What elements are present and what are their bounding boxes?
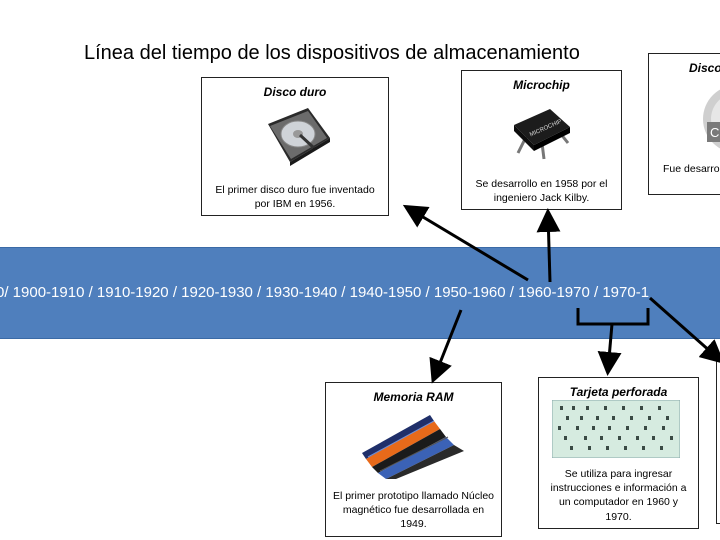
arrow-to-tarjeta-perforada [597,323,622,376]
card-description: El primer prototipo llamado Núcleo magné… [332,490,495,531]
timeline-text: 0/ 1900-1910 / 1910-1920 / 1920-1930 / 1… [0,284,650,301]
card-disco-duro: Disco duro El primer disco duro fue inve… [201,77,389,216]
card-description: Se utiliza para ingresar instrucciones e… [550,468,687,523]
svg-text:CD: CD [710,125,720,140]
card-description: Fue desarro Son [663,163,720,175]
card-title: Disco [689,61,720,75]
arrow-to-memoria-ram [429,309,463,384]
microchip-icon: MICROCHIP [514,109,570,160]
card-memoria-ram: Memoria RAM El primer prototipo llamado … [325,382,502,537]
card-title: Memoria RAM [373,390,454,404]
cd-icon: CD [703,89,720,149]
arrow-to-microchip [536,208,561,283]
punch-card-icon [552,400,680,458]
ram-module-icon [362,415,464,479]
hard-disk-icon [268,108,330,166]
card-disco-cd: Disco CD Fue desarro Son [648,53,720,195]
arrow-to-disco-duro [402,204,529,282]
card-microchip: Microchip MICROCHIP Se desarrollo en 195… [461,70,622,210]
card-description: Se desarrollo en 1958 por el ingeniero J… [475,178,608,205]
card-description: El primer disco duro fue inventado por I… [215,184,375,211]
card-title: Disco duro [263,85,327,99]
bracket-tarjeta [576,308,650,326]
card-title: Tarjeta perforada [569,385,668,399]
card-title: Microchip [513,78,570,92]
page-title: Línea del tiempo de los dispositivos de … [84,42,580,64]
card-tarjeta-perforada: Tarjeta perforada Se utiliza para ingres… [538,377,699,529]
arrow-to-right-card [649,296,720,364]
